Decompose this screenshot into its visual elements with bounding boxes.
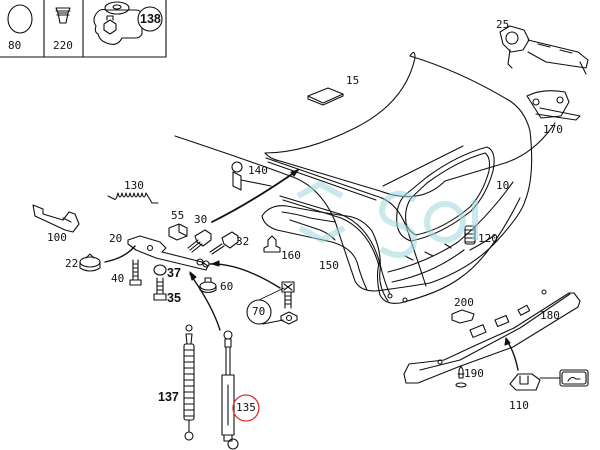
part-140-latch-hook-icon[interactable] <box>231 161 272 191</box>
label-part-190: 190 <box>464 367 484 380</box>
arrow-135 <box>189 273 221 331</box>
arrow-to-lid <box>211 169 299 223</box>
label-part-22: 22 <box>65 257 79 270</box>
label-part-10: 10 <box>496 179 510 192</box>
label-part-15: 15 <box>346 74 360 87</box>
label-part-220: 220 <box>53 39 73 52</box>
inset-frame <box>0 0 167 58</box>
label-part-120: 120 <box>478 232 498 245</box>
part-190-screw-icon[interactable] <box>455 365 467 388</box>
label-part-55: 55 <box>171 209 185 222</box>
label-part-110: 110 <box>509 399 529 412</box>
part-138-bracket-icon[interactable] <box>93 1 143 45</box>
label-part-40: 40 <box>111 272 125 285</box>
label-part-32: 32 <box>236 235 250 248</box>
label-part-80: 80 <box>8 39 22 52</box>
part-110-symbol-box <box>559 369 589 387</box>
part-220-plug-icon[interactable] <box>55 7 71 24</box>
label-part-135: 135 <box>236 401 256 414</box>
label-part-20: 20 <box>109 232 123 245</box>
part-80-oring-icon[interactable] <box>7 4 33 34</box>
label-part-160: 160 <box>281 249 301 262</box>
label-part-35: 35 <box>167 291 181 305</box>
part-25-lock-actuator-icon[interactable] <box>499 25 589 75</box>
part-180-trim-panel-icon[interactable] <box>403 289 581 384</box>
part-15-pad-icon[interactable] <box>307 87 344 106</box>
part-135-gas-strut-icon[interactable] <box>221 330 239 450</box>
part-135-highlight-circle <box>232 394 260 422</box>
part-200-clip-icon[interactable] <box>451 309 475 324</box>
label-part-30: 30 <box>194 213 208 226</box>
part-150-seal[interactable] <box>261 195 391 302</box>
label-part-137: 137 <box>158 390 179 404</box>
arrow-22 <box>104 245 136 263</box>
label-part-150: 150 <box>319 259 339 272</box>
label-part-60: 60 <box>220 280 234 293</box>
label-part-37: 37 <box>167 266 181 280</box>
label-part-200: 200 <box>454 296 474 309</box>
part-55-clip-icon[interactable] <box>168 223 188 241</box>
label-part-170: 170 <box>543 123 563 136</box>
part-100-cable-bracket-icon[interactable] <box>32 204 80 233</box>
label-part-180: 180 <box>540 309 560 322</box>
part-32-bolt-icon[interactable] <box>209 231 239 255</box>
part-130-spring-icon[interactable] <box>107 192 159 204</box>
part-137-spring-icon[interactable] <box>183 324 195 441</box>
part-170-bracket-icon[interactable] <box>526 90 581 121</box>
label-part-100: 100 <box>47 231 67 244</box>
label-part-25: 25 <box>496 18 510 31</box>
part-30-bolt-icon[interactable] <box>187 229 212 253</box>
part-138-callout-circle <box>137 6 163 32</box>
label-part-140: 140 <box>248 164 268 177</box>
part-37-washer-icon[interactable] <box>153 264 167 276</box>
label-part-70: 70 <box>252 305 266 318</box>
watermark-logo <box>296 180 478 258</box>
label-part-138: 138 <box>140 12 161 26</box>
part-22-grommet-icon[interactable] <box>79 253 101 272</box>
part-10-trunk-lid[interactable] <box>174 51 556 304</box>
part-110-trunk-switch-icon[interactable] <box>509 373 541 391</box>
part-60-nut-icon[interactable] <box>199 277 217 294</box>
part-35-bolt-icon[interactable] <box>153 277 167 301</box>
label-part-130: 130 <box>124 179 144 192</box>
part-160-clip-icon[interactable] <box>263 235 281 253</box>
part-40-bolt-icon[interactable] <box>129 259 142 286</box>
part-20-lock-carrier-icon[interactable] <box>127 235 210 271</box>
